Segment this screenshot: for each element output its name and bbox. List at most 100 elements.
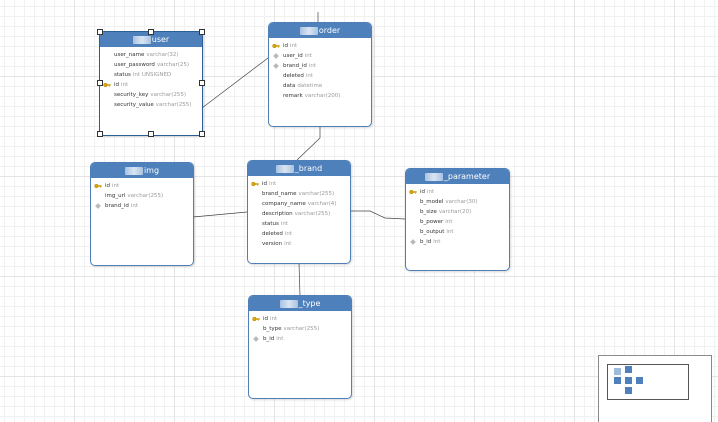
- key-icon: [251, 181, 259, 187]
- resize-handle-e[interactable]: [199, 80, 205, 86]
- key-icon: [409, 189, 417, 195]
- key-icon: [103, 82, 111, 88]
- connector-brand-parameter[interactable]: [350, 210, 406, 220]
- field-name: id: [263, 316, 269, 322]
- field-name: status: [114, 72, 131, 78]
- field-name: img_url: [105, 193, 126, 199]
- field-type: varchar(255): [298, 191, 335, 197]
- field-type: varchar(255): [127, 193, 164, 199]
- field-name: b_size: [420, 209, 437, 215]
- connector-user-order[interactable]: [201, 57, 269, 109]
- field-type: varchar(255): [155, 102, 192, 108]
- entity-header[interactable]: _parameter: [406, 169, 509, 184]
- minimap-entity: [614, 368, 621, 375]
- field-name: id: [262, 181, 268, 187]
- resize-handle-nw[interactable]: [97, 29, 103, 35]
- field-name: b_output: [420, 229, 445, 235]
- field-type: varchar(255): [150, 92, 187, 98]
- overview-minimap[interactable]: [598, 355, 712, 422]
- key-icon: [252, 316, 260, 322]
- entity-header[interactable]: user: [100, 32, 202, 47]
- resize-handle-se[interactable]: [199, 131, 205, 137]
- entity-header[interactable]: _type: [249, 296, 351, 311]
- resize-handle-ne[interactable]: [199, 29, 205, 35]
- minimap-entity: [614, 377, 621, 384]
- field-name: user_password: [114, 62, 155, 68]
- entity-header[interactable]: order: [269, 23, 371, 38]
- entity-title: order: [318, 26, 341, 35]
- resize-handle-n[interactable]: [148, 29, 154, 35]
- field-type: varchar(255): [294, 211, 331, 217]
- field-name: user_id: [283, 53, 303, 59]
- field-type: int: [280, 221, 289, 227]
- diamond-icon: [273, 53, 279, 59]
- field-type: int: [445, 219, 453, 225]
- minimap-entity: [636, 377, 643, 384]
- field-type: int: [308, 63, 317, 69]
- entity-header[interactable]: _brand: [248, 161, 350, 176]
- connector-order-brand[interactable]: [296, 125, 321, 161]
- field-name: deleted: [283, 73, 304, 79]
- redacted-prefix: [275, 164, 294, 173]
- redacted-prefix: [299, 26, 318, 35]
- field-type: varchar(20): [438, 209, 472, 215]
- redacted-prefix: [424, 172, 443, 181]
- entity-header[interactable]: img: [91, 163, 193, 178]
- field-name: user_name: [114, 52, 145, 58]
- field-name: b_id: [420, 239, 432, 245]
- field-type: int: [284, 231, 292, 237]
- field-name: id: [420, 189, 426, 195]
- connector-brand-type[interactable]: [298, 262, 301, 297]
- resize-handle-sw[interactable]: [97, 131, 103, 137]
- redacted-prefix: [124, 166, 143, 175]
- entity-title: user: [151, 35, 170, 44]
- resize-handle-w[interactable]: [97, 80, 103, 86]
- resize-handle-s[interactable]: [148, 131, 154, 137]
- field-type: int: [121, 82, 129, 88]
- connector-img-brand[interactable]: [192, 211, 248, 218]
- field-name: remark: [283, 93, 303, 99]
- minimap-viewport[interactable]: [607, 364, 689, 400]
